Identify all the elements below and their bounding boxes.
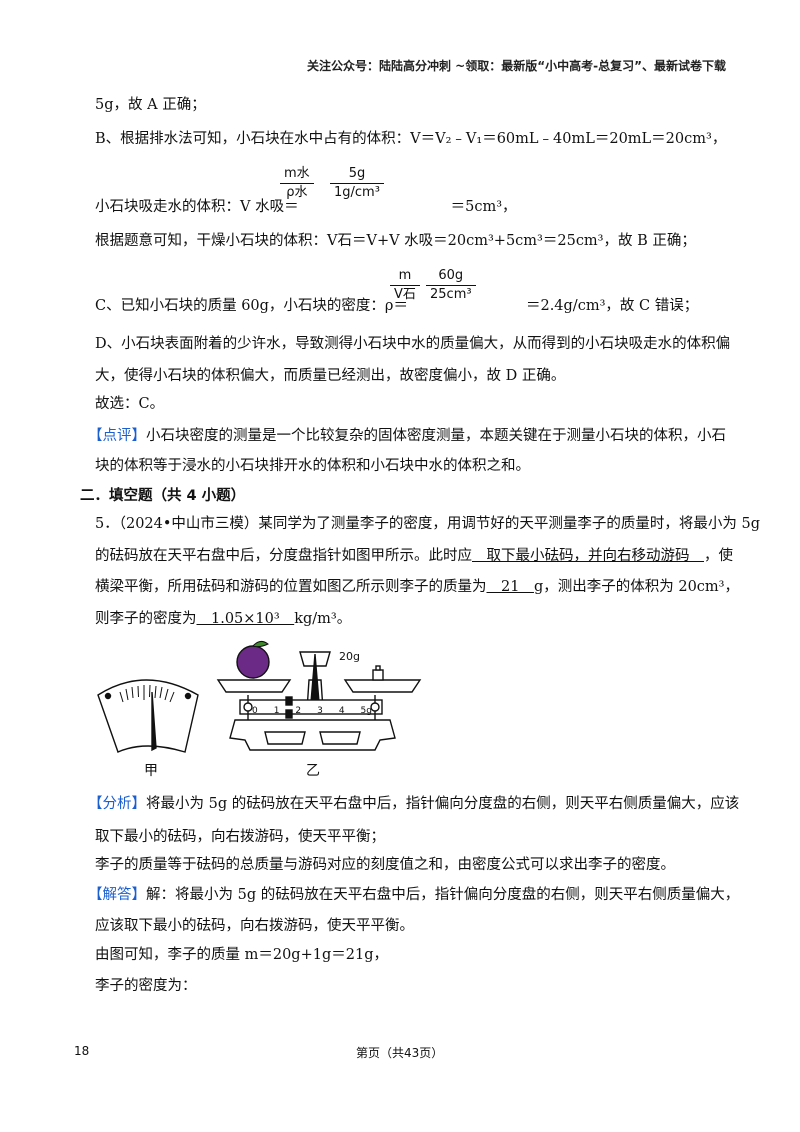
answer-blank-2: 21 — [486, 579, 534, 595]
text-line: D、小石块表面附着的少许水，导致测得小石块中水的质量偏大，从而得到的小石块吸走水… — [95, 336, 731, 352]
text-line: 故选：C。 — [95, 396, 165, 412]
text-line: 大，使得小石块的体积偏大，而质量已经测出，故密度偏小，故 D 正确。 — [95, 368, 566, 384]
text-line: 块的体积等于浸水的小石块排开水的体积和小石块中水的体积之和。 — [95, 458, 530, 474]
text-line: 小石块吸走水的体积：V 水吸＝ ＝5cm³， — [95, 196, 517, 218]
text-line: B、根据排水法可知，小石块在水中占有的体积：V＝V₂﹣V₁＝60mL﹣40mL＝… — [95, 131, 727, 147]
text-line: C、已知小石块的质量 60g，小石块的密度：ρ＝＝2.4g/cm³，故 C 错误… — [95, 298, 699, 314]
dial-figure — [97, 679, 199, 753]
balance-figure — [97, 640, 422, 753]
question-line: 横梁平衡，所用砝码和游码的位置如图乙所示则李子的质量为 21 g，测出李子的体积… — [95, 579, 739, 595]
weight-label: 20g — [339, 650, 360, 663]
solution-line: 应该取下最小的砝码，向右拨游码，使天平平衡。 — [95, 918, 414, 934]
answer-blank-3: 1.05×10³ — [196, 611, 295, 627]
text-line: 【点评】小石块密度的测量是一个比较复杂的固体密度测量，本题关键在于测量小石块的体… — [88, 428, 726, 444]
balance-scale — [216, 640, 422, 751]
page-info: 第页（共43页） — [356, 1046, 444, 1060]
figure-label-a: 甲 — [144, 763, 158, 779]
page-header: 关注公众号：陆陆高分冲刺 ~领取：最新版“小中高考-总复习”、最新试卷下载 — [307, 59, 726, 73]
analysis-line: 李子的质量等于砝码的总质量与游码对应的刻度值之和，由密度公式可以求出李子的密度。 — [95, 857, 675, 873]
solution-line: 李子的密度为： — [95, 978, 197, 994]
answer-blank-1: 取下最小砝码，并向右移动游码 — [472, 548, 704, 564]
analysis-line: 【分析】将最小为 5g 的砝码放在天平右盘中后，指针偏向分度盘的右侧，则天平右侧… — [88, 796, 740, 812]
analysis-tag: 【分析】 — [88, 796, 146, 812]
section-title: 二．填空题（共 4 小题） — [80, 488, 246, 504]
question-line: 则李子的密度为 1.05×10³ kg/m³。 — [95, 611, 352, 627]
solution-line: 【解答】解：将最小为 5g 的砝码放在天平右盘中后，指针偏向分度盘的右侧，则天平… — [88, 887, 740, 903]
solution-line: 由图可知，李子的质量 m＝20g+1g＝21g， — [95, 947, 388, 963]
text-line-b: ＝5cm³， — [450, 199, 517, 215]
text-line: 根据题意可知，干燥小石块的体积：V石＝V+V 水吸＝20cm³+5cm³＝25c… — [95, 233, 696, 249]
text-line: 5g，故 A 正确； — [95, 97, 206, 113]
slider-scale: 0 1 2 3 4 5g — [252, 706, 372, 716]
comment-tag: 【点评】 — [88, 428, 146, 444]
solution-tag: 【解答】 — [88, 887, 146, 903]
question-line: 5．（2024•中山市三模）某同学为了测量李子的密度，用调节好的天平测量李子的质… — [95, 516, 761, 532]
page-number: 18 — [74, 1044, 90, 1058]
text-line-a: 小石块吸走水的体积：V 水吸＝ — [95, 199, 299, 215]
analysis-line: 取下最小的砝码，向右拨游码，使天平平衡； — [95, 829, 385, 845]
question-line: 的砝码放在天平右盘中后，分度盘指针如图甲所示。此时应 取下最小砝码，并向右移动游… — [95, 548, 733, 564]
figure-label-b: 乙 — [306, 763, 320, 779]
